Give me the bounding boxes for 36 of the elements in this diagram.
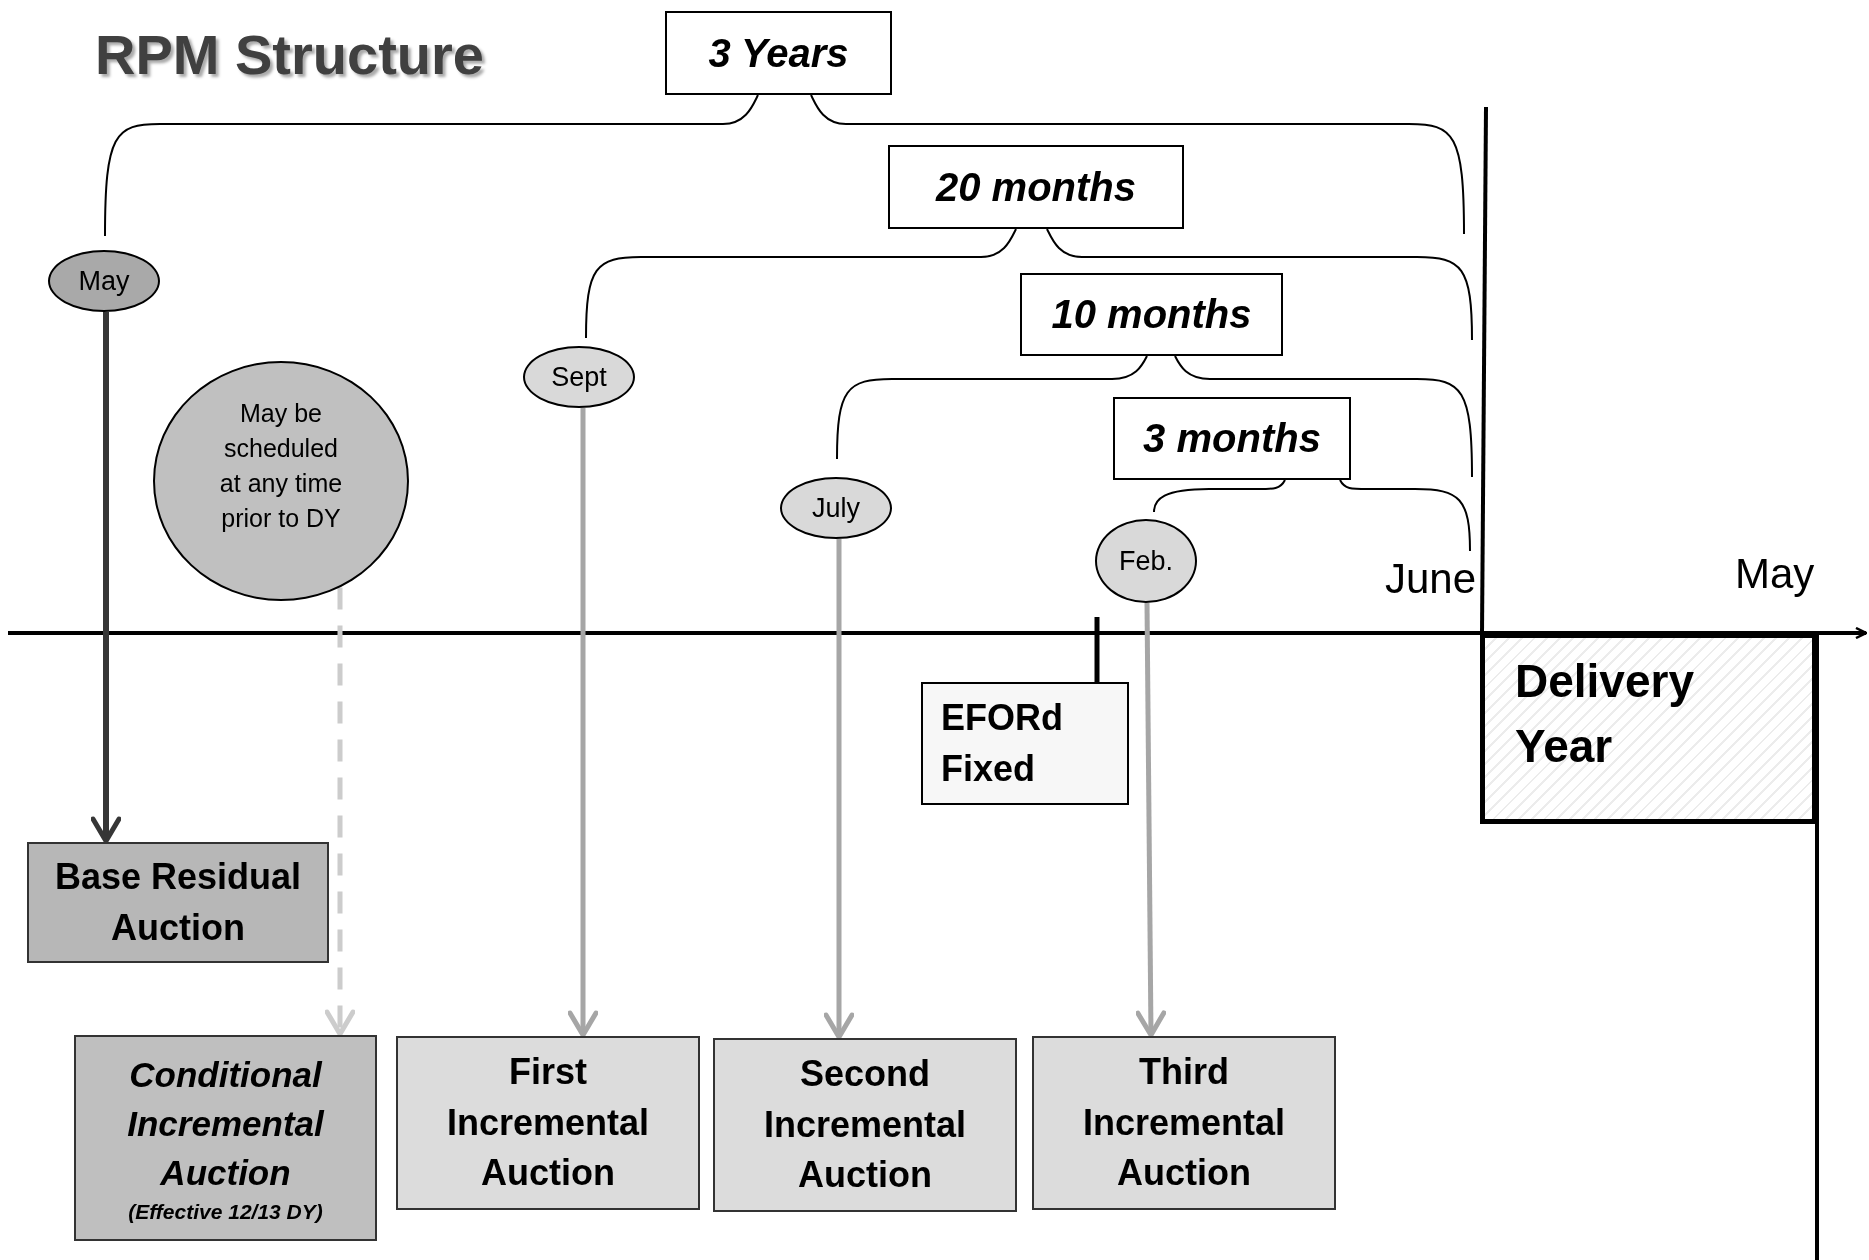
month-label: Feb. xyxy=(1119,545,1173,577)
milestone-box xyxy=(921,682,1129,805)
auction-label: Base Residual Auction xyxy=(53,855,303,950)
duration-label: 3 months xyxy=(1143,416,1321,461)
duration-box xyxy=(1113,397,1351,480)
note-text: May be scheduled at any time prior to DY xyxy=(218,398,344,534)
auction-label: Second Incremental Auction xyxy=(762,1052,968,1198)
auction-box xyxy=(27,842,329,963)
arrow xyxy=(567,407,599,1038)
month-label: June xyxy=(1383,555,1476,603)
diagram-title: RPM Structure xyxy=(95,22,484,87)
auction-box xyxy=(396,1036,700,1210)
duration-label: 20 months xyxy=(935,164,1136,210)
duration-label: 3 Years xyxy=(708,30,849,76)
month-label: May xyxy=(78,265,130,297)
month-label: Sept xyxy=(551,361,607,393)
duration-box xyxy=(888,145,1184,229)
arrow xyxy=(1135,602,1167,1038)
arrow xyxy=(324,587,356,1037)
milestone-label: EFORd Fixed xyxy=(941,696,1064,791)
arrow xyxy=(90,312,122,844)
delivery-year-box xyxy=(1480,633,1817,824)
duration-box xyxy=(1020,273,1283,356)
duration-label: 10 months xyxy=(1051,292,1252,337)
auction-label: Third Incremental Auction xyxy=(1081,1050,1287,1196)
auction-box xyxy=(1032,1036,1336,1210)
auction-label: Conditional Incremental Auction xyxy=(126,1053,326,1194)
delivery-year-label: Delivery Year xyxy=(1515,654,1695,774)
month-label: July xyxy=(812,492,860,524)
auction-box xyxy=(74,1035,377,1241)
arrow xyxy=(823,538,855,1040)
duration-box xyxy=(665,11,892,95)
auction-box xyxy=(713,1038,1017,1212)
month-label: May xyxy=(1735,550,1816,598)
note-text: (Effective 12/13 DY) xyxy=(128,1198,323,1225)
auction-label: First Incremental Auction xyxy=(445,1050,651,1196)
